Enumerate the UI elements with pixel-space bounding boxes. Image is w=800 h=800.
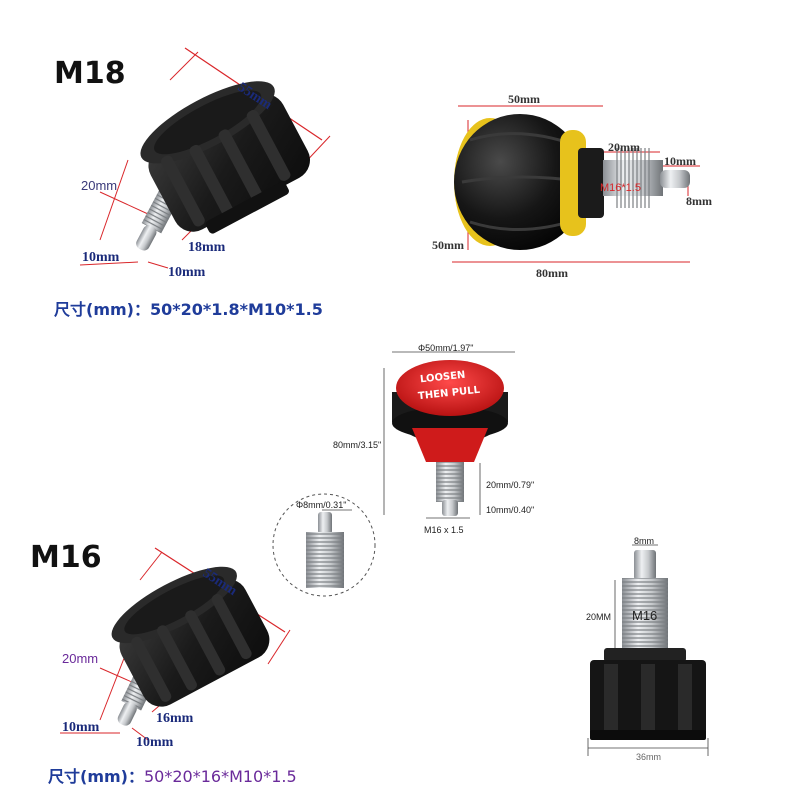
square-thread-label: M16	[632, 608, 658, 623]
yellow-top-width-dimension: 50mm	[508, 92, 540, 106]
m18-thread-length-dimension: 20mm	[81, 178, 118, 193]
m18-spec-label: 尺寸(mm)：	[54, 300, 150, 319]
m16-thread-length-dimension: 20mm	[62, 651, 99, 666]
m18-spec-line: 尺寸(mm)：50*20*1.8*M10*1.5	[54, 296, 323, 320]
m16-pin-dimension: 10mm	[62, 720, 100, 735]
red-thread-label: M16 x 1.5	[424, 525, 464, 535]
yellow-pin-length-dimension: 10mm	[664, 154, 696, 168]
square-pin-dimension: 8mm	[634, 536, 654, 546]
m18-pin-length-dimension: 10mm	[168, 265, 206, 280]
m16-spec-value: 50*20*16*M10*1.5	[143, 767, 297, 786]
m16-pin-length-dimension: 10mm	[136, 735, 174, 750]
red-pin-length-dimension: 10mm/0.40"	[486, 505, 535, 515]
yellow-height-dimension: 50mm	[432, 238, 464, 252]
red-diameter-dimension: Φ50mm/1.97"	[418, 343, 474, 353]
square-width-dimension: 36mm	[636, 752, 662, 762]
red-height-dimension: 80mm/3.15"	[333, 440, 382, 450]
pin-detail-illustration	[272, 493, 376, 597]
m16-spec-line: 尺寸(mm)：50*20*16*M10*1.5	[48, 763, 297, 787]
pin-detail-diameter-dimension: Φ8mm/0.31"	[296, 500, 347, 510]
yellow-thread-label: M16*1.5	[600, 182, 641, 194]
m16-title: M16	[30, 540, 102, 575]
yellow-thread-length-dimension: 20mm	[608, 140, 640, 154]
yellow-ball-knob-illustration	[452, 105, 700, 263]
m18-knob-illustration	[79, 47, 331, 269]
m16-diameter-dimension: 16mm	[156, 711, 194, 726]
yellow-pin-diameter-dimension: 8mm	[686, 194, 712, 208]
square-knob-illustration	[587, 544, 709, 756]
m18-spec-value: 50*20*1.8*M10*1.5	[149, 300, 323, 319]
square-thread-length-dimension: 20MM	[586, 612, 612, 622]
m18-diameter-dimension: 18mm	[188, 240, 226, 255]
red-cap-knob-illustration	[383, 351, 515, 519]
m18-pin-dimension: 10mm	[82, 250, 120, 265]
yellow-total-length-dimension: 80mm	[536, 266, 568, 280]
m18-title: M18	[54, 56, 126, 91]
m16-knob-illustration	[60, 547, 291, 741]
m16-spec-label: 尺寸(mm)：	[48, 767, 144, 786]
red-thread-length-dimension: 20mm/0.79"	[486, 480, 535, 490]
